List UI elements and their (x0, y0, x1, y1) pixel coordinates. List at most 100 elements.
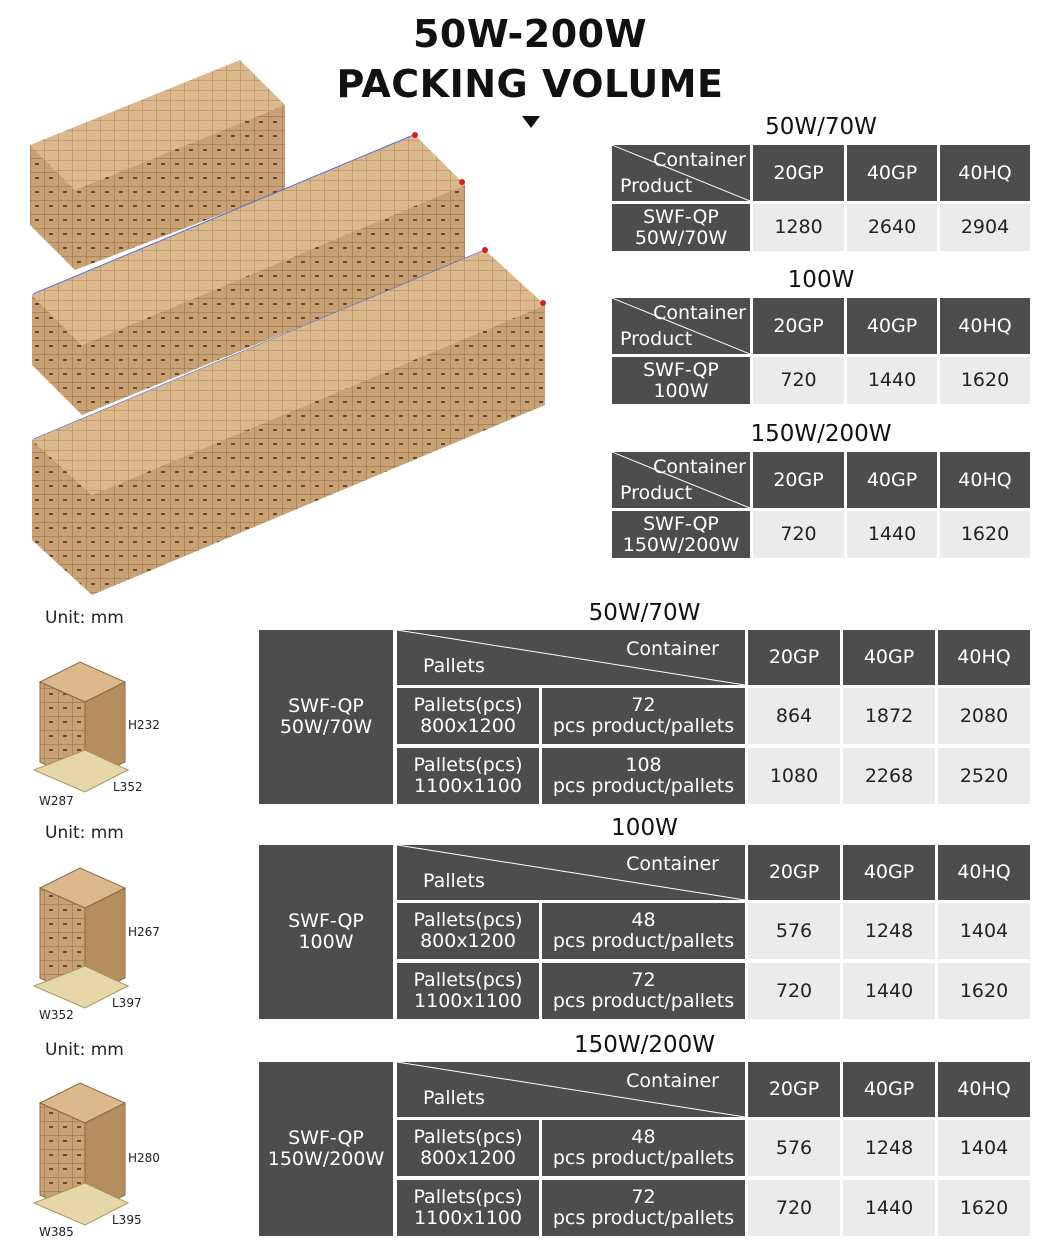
unit-label: Unit: mm (45, 823, 124, 843)
column-header: 40HQ (938, 1062, 1030, 1117)
column-header: 40GP (847, 145, 937, 201)
container-boxes-illustration (30, 60, 546, 595)
header-pallets-label: Pallets (423, 1087, 485, 1109)
value-cell: 1080 (748, 748, 840, 804)
pallet-label: Pallets(pcs) (413, 969, 523, 991)
pallet-count: 72 (631, 694, 656, 716)
pallet-count: 72 (631, 969, 656, 991)
dim-width: W385 (39, 1225, 74, 1239)
header-container-label: Container (626, 853, 719, 875)
pallet-label: Pallets(pcs) (413, 1126, 523, 1148)
column-header: 40HQ (940, 298, 1030, 354)
pallet-label: Pallets(pcs) (413, 1186, 523, 1208)
value-cell: 2520 (938, 748, 1030, 804)
table-header-diagonal: Container Pallets (397, 845, 745, 900)
pallet-count-cell: 48 pcs product/pallets (542, 903, 745, 959)
pallet-count-cell: 72 pcs product/pallets (542, 688, 745, 744)
pallet-size-cell: Pallets(pcs) 800x1200 (397, 1120, 539, 1176)
pallet-stack-illustration (32, 867, 130, 1009)
product-name: SWF-QP (288, 1127, 364, 1149)
value-cell: 2640 (847, 204, 937, 251)
pallet-stack-illustration (32, 661, 130, 793)
dim-length: L397 (112, 996, 142, 1010)
pallet-count-label: pcs product/pallets (552, 1147, 735, 1169)
section-title: 100W (611, 815, 678, 841)
pallet-size: 800x1200 (420, 930, 516, 952)
table-header-diagonal: Container Pallets (397, 1062, 745, 1117)
header-container-label: Container (653, 149, 746, 171)
product-name: SWF-QP (288, 695, 364, 717)
column-header: 20GP (753, 145, 844, 201)
column-header: 40HQ (938, 630, 1030, 685)
product-cell: SWF-QP 150W/200W (612, 511, 750, 558)
pallet-label: Pallets(pcs) (413, 909, 523, 931)
dim-height: H267 (128, 925, 160, 939)
dim-height: H232 (128, 718, 160, 732)
table-header-diagonal: Container Product (612, 298, 750, 354)
value-cell: 720 (748, 963, 840, 1019)
pallet-count-cell: 72 pcs product/pallets (542, 1180, 745, 1236)
value-cell: 1404 (938, 903, 1030, 959)
dim-height: H280 (128, 1151, 160, 1165)
value-cell: 1248 (843, 903, 935, 959)
container-20gp-shape (30, 60, 285, 270)
header-pallets-label: Pallets (423, 870, 485, 892)
pallet-size: 1100x1100 (414, 775, 522, 797)
value-cell: 1440 (843, 1180, 935, 1236)
value-cell: 720 (753, 511, 844, 558)
pallet-label: Pallets(pcs) (413, 694, 523, 716)
product-cell: SWF-QP 150W/200W (259, 1062, 393, 1236)
product-wattage: 150W/200W (267, 1148, 385, 1170)
value-cell: 1440 (843, 963, 935, 1019)
value-cell: 1620 (938, 1180, 1030, 1236)
column-header: 20GP (753, 452, 844, 508)
pallet-size-cell: Pallets(pcs) 800x1200 (397, 688, 539, 744)
pallet-stack-illustration (32, 1082, 130, 1226)
value-cell: 1620 (938, 963, 1030, 1019)
header-container-label: Container (626, 638, 719, 660)
table-header-diagonal: Container Product (612, 145, 750, 201)
dim-width: W287 (39, 794, 74, 808)
pallet-size: 800x1200 (420, 715, 516, 737)
pallet-count-label: pcs product/pallets (552, 1207, 735, 1229)
column-header: 40GP (847, 298, 937, 354)
header-container-label: Container (653, 456, 746, 478)
pallet-size: 1100x1100 (414, 990, 522, 1012)
pallet-count: 48 (631, 909, 656, 931)
column-header: 40GP (843, 845, 935, 900)
pallet-count-cell: 48 pcs product/pallets (542, 1120, 745, 1176)
pallet-count-label: pcs product/pallets (552, 990, 735, 1012)
pallet-count-cell: 108 pcs product/pallets (542, 748, 745, 804)
value-cell: 2904 (940, 204, 1030, 251)
column-header: 40HQ (940, 452, 1030, 508)
product-cell: SWF-QP 100W (612, 357, 750, 404)
pallet-count: 48 (631, 1126, 656, 1148)
value-cell: 2268 (843, 748, 935, 804)
product-name: SWF-QP (643, 205, 719, 228)
column-header: 20GP (748, 845, 840, 900)
column-header: 40GP (847, 452, 937, 508)
pallet-size-cell: Pallets(pcs) 1100x1100 (397, 1180, 539, 1236)
column-header: 40HQ (938, 845, 1030, 900)
unit-label: Unit: mm (45, 1040, 124, 1060)
pallet-count: 108 (625, 754, 662, 776)
column-header: 40GP (843, 630, 935, 685)
value-cell: 1620 (940, 357, 1030, 404)
value-cell: 1404 (938, 1120, 1030, 1176)
value-cell: 1248 (843, 1120, 935, 1176)
column-header: 20GP (748, 630, 840, 685)
value-cell: 1620 (940, 511, 1030, 558)
section-title: 50W/70W (588, 600, 701, 626)
product-cell: SWF-QP 50W/70W (259, 630, 393, 804)
section-title: 150W/200W (750, 421, 892, 447)
header-product-label: Product (620, 482, 693, 504)
value-cell: 1280 (753, 204, 844, 251)
pallet-count: 72 (631, 1186, 656, 1208)
value-cell: 2080 (938, 688, 1030, 744)
pallet-size-cell: Pallets(pcs) 1100x1100 (397, 963, 539, 1019)
column-header: 40HQ (940, 145, 1030, 201)
product-wattage: 100W (653, 379, 709, 402)
product-cell: SWF-QP 100W (259, 845, 393, 1019)
pallet-size-cell: Pallets(pcs) 800x1200 (397, 903, 539, 959)
pallet-label: Pallets(pcs) (413, 754, 523, 776)
